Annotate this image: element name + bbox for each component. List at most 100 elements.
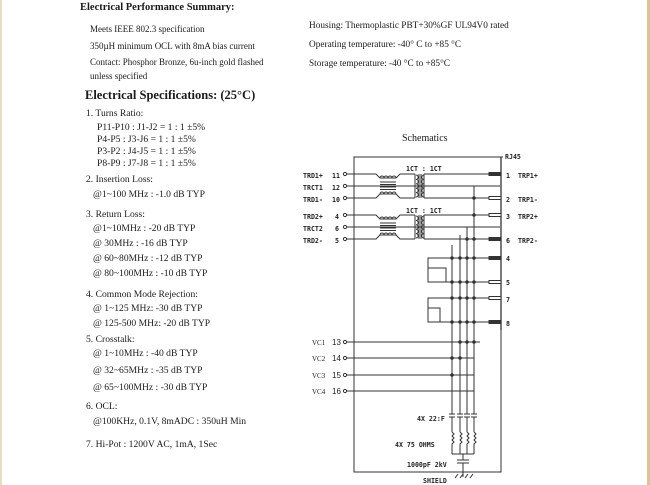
pin-terminal [342, 236, 348, 242]
vc-label: VC3 [312, 372, 326, 380]
housing-spec: Housing: Thermoplastic PBT+30%GF UL94V0 … [309, 21, 509, 31]
spec-line: @1~10MHz : -20 dB TYP [93, 223, 196, 234]
spec-heading: 5. Crosstalk: [86, 334, 135, 345]
spec-line: @ 125-500 MHz: -20 dB TYP [93, 318, 211, 329]
ground-hatch [459, 473, 464, 479]
resistor-label: 4X 75 OHMS [395, 441, 435, 449]
spec-line: @ 32~65MHz : -35 dB TYP [93, 365, 203, 376]
performance-summary-title: Electrical Performance Summary: [80, 2, 235, 13]
pin-terminal [342, 372, 348, 378]
rj45-contact [488, 172, 502, 176]
vc-number: 15 [332, 371, 341, 380]
ground-hatch [464, 473, 469, 479]
pin-label: TRD1+ [303, 172, 323, 180]
junction-dot [450, 320, 454, 324]
rj45-pin-name: TRP2- [518, 237, 538, 245]
pin-number: 10 [332, 196, 340, 204]
schematic-title: Schematics [402, 133, 448, 144]
junction-dot [450, 356, 454, 360]
coil [415, 174, 419, 198]
pin-terminal [342, 339, 348, 345]
spec-line: P3-P2 : J4-J5 = 1 : 1 ±5% [97, 146, 196, 157]
rj45-pin-number: 2 [506, 196, 510, 204]
junction-dot [465, 280, 469, 284]
summary-item: Contact: Phosphor Bronze, 6u-inch gold f… [90, 57, 264, 67]
page-left-edge [0, 0, 2, 485]
coil [415, 215, 419, 239]
rj45-pin-number: 5 [506, 279, 510, 287]
junction-dot [472, 320, 476, 324]
rj45-pin-name: TRP1- [518, 196, 538, 204]
pin-label: TRCT2 [303, 225, 323, 233]
page-right-edge [647, 0, 650, 485]
rj45-pin-number: 8 [506, 320, 510, 328]
pin-number: 5 [335, 237, 339, 245]
junction-dot [472, 196, 476, 200]
junction-dot [472, 340, 476, 344]
summary-item: unless specified [90, 71, 148, 81]
ground-hatch [469, 473, 474, 479]
vc-number: 16 [332, 387, 341, 396]
summary-item: Meets IEEE 802.3 specification [90, 24, 205, 34]
spec-line: P11-P10 : J1-J2 = 1 : 1 ±5% [97, 122, 206, 133]
rj45-contact [488, 280, 502, 284]
spec-line: @ 1~10MHz : -40 dB TYP [93, 348, 198, 359]
resistor [466, 431, 470, 448]
vc-label: VC2 [312, 355, 326, 363]
coil [379, 216, 397, 220]
spec-line: @ 65~100MHz : -30 dB TYP [93, 382, 208, 393]
rj45-contact [488, 296, 502, 300]
spec-heading: 1. Turns Ratio: [86, 108, 144, 119]
spec-line: @100KHz, 0.1V, 8mADC : 350uH Min [93, 416, 247, 427]
ratio-label: 1CT : 1CT [406, 207, 442, 215]
wire [370, 193, 415, 199]
spec-line: @ 80~100MHz : -10 dB TYP [93, 268, 208, 279]
rj45-contact [488, 213, 502, 217]
spec-heading: 3. Return Loss: [86, 209, 145, 220]
electrical-specs-title: Electrical Specifications: (25°C) [85, 88, 256, 102]
ratio-label: 1CT : 1CT [406, 165, 442, 173]
pin-terminal [342, 224, 348, 230]
hv-capacitor-label: 1000pF 2kV [407, 461, 447, 469]
vc-number: 14 [332, 354, 341, 363]
pin-number: 12 [332, 184, 340, 192]
rj45-pin-name: TRP2+ [518, 213, 538, 221]
junction-dot [458, 296, 462, 300]
rj45-pin-number: 1 [506, 172, 510, 180]
junction-dot [472, 280, 476, 284]
spec-line: P8-P9 : J7-J8 = 1 : 1 ±5% [97, 158, 196, 169]
spec-line: @ 60~80MHz : -12 dB TYP [93, 253, 203, 264]
junction-dot [465, 296, 469, 300]
junction-dot [450, 296, 454, 300]
spec-line: @ 30MHz : -16 dB TYP [93, 238, 188, 249]
junction-dot [472, 296, 476, 300]
spec-heading: 6. OCL: [86, 401, 118, 412]
summary-item: 350µH minimum OCL with 8mA bias current [90, 41, 255, 51]
pin-terminal [342, 183, 348, 189]
rj45-pin-labels: 1 TRP1+ 2 TRP1- 3 TRP2+ 6 TRP2- 4 5 7 8 [506, 172, 538, 328]
rj45-contact [488, 237, 502, 241]
coil [379, 175, 397, 179]
wire [427, 257, 440, 283]
operating-temp-spec: Operating temperature: -40° C to +85 °C [309, 40, 462, 50]
coil [379, 232, 397, 236]
left-pin-labels: TRD1+ 11 TRCT1 12 TRD1- 10 TRD2+ 4 TRCT2… [303, 172, 340, 245]
spec-heading: 2. Insertion Loss: [86, 174, 153, 185]
resistor [459, 431, 463, 448]
pin-terminal [342, 171, 348, 177]
pin-number: 6 [335, 225, 339, 233]
pin-terminal [342, 355, 348, 361]
junction-dot [458, 280, 462, 284]
resistor [451, 431, 455, 448]
shield-label: SHIELD [423, 477, 447, 485]
rj45-pin-number: 7 [506, 296, 510, 304]
rj45-contact [488, 320, 502, 324]
pin-terminal [342, 388, 348, 394]
rj45-pin-number: 3 [506, 213, 510, 221]
junction-dot [450, 280, 454, 284]
junction-dot [465, 320, 469, 324]
junction-dot [465, 237, 469, 241]
coil [379, 191, 397, 195]
